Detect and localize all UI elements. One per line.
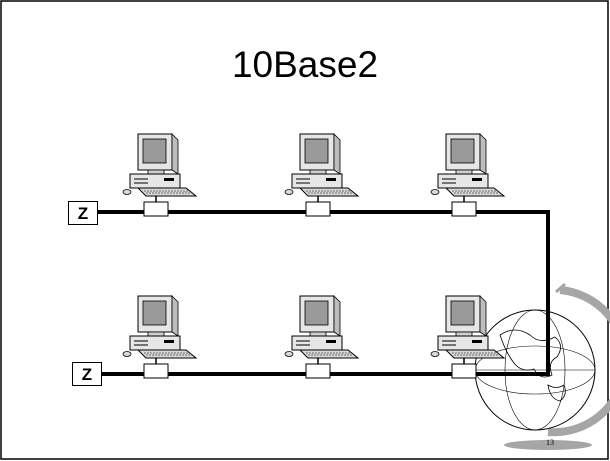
globe-icon <box>474 282 610 450</box>
workstation-computer-icon <box>284 133 359 217</box>
workstation-computer-icon <box>284 295 359 379</box>
bottom-terminator-label: Z <box>72 362 102 386</box>
workstation-computer-icon <box>430 133 505 217</box>
page-number: 13 <box>546 438 554 447</box>
slide-title: 10Base2 <box>231 44 379 85</box>
workstation-computer-icon <box>122 295 197 379</box>
top-terminator-label: Z <box>68 201 98 225</box>
workstation-computer-icon <box>122 133 197 217</box>
